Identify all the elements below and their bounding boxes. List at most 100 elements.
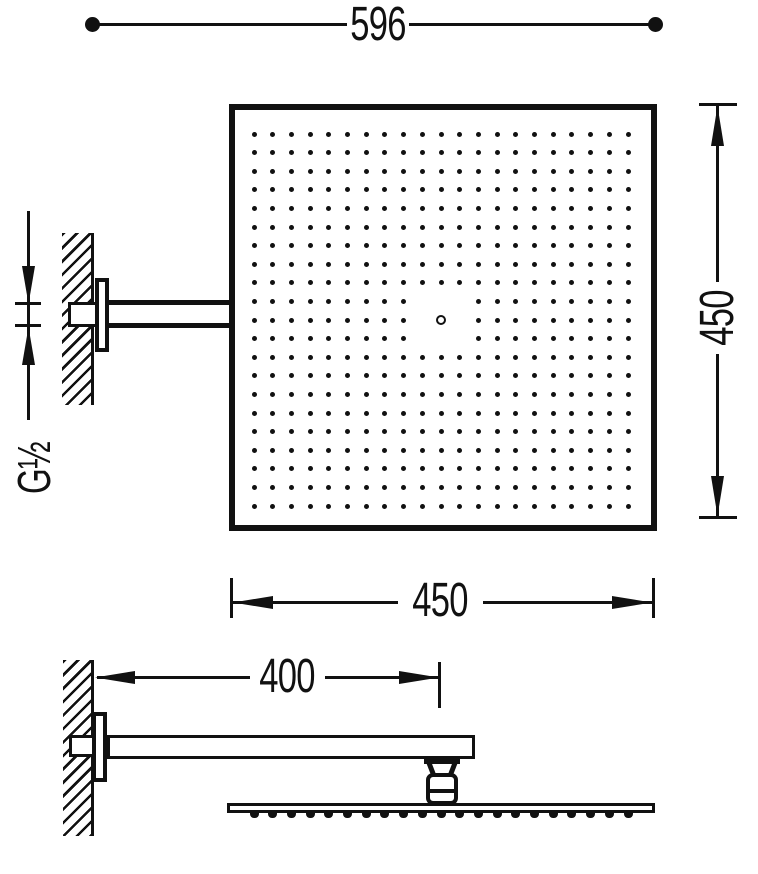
nozzle-dot (438, 410, 444, 416)
nozzle-dot (326, 168, 332, 174)
nozzle-dot (438, 429, 444, 435)
nozzle-dot (307, 391, 313, 397)
nozzle-dot (251, 224, 257, 230)
nozzle-dot (494, 150, 500, 156)
nozzle-dot (606, 503, 612, 509)
nozzle-dot (382, 168, 388, 174)
nozzle-dot (569, 243, 575, 249)
nozzle-dot (401, 317, 407, 323)
nozzle-dot (475, 410, 481, 416)
nozzle-dot (270, 391, 276, 397)
nozzle-dot (475, 205, 481, 211)
nozzle-dot (588, 243, 594, 249)
nozzle-dot (513, 410, 519, 416)
nozzle-dot (513, 224, 519, 230)
nozzle-dot (345, 224, 350, 230)
nozzle-dot (326, 317, 332, 323)
nozzle-dot (625, 391, 631, 397)
dim-width-tick-right (652, 578, 655, 618)
nozzle-dot (251, 131, 257, 137)
nozzle-dot (363, 243, 369, 249)
nozzle-dot (606, 410, 612, 416)
nozzle-dot (569, 503, 575, 509)
nozzle-dot (345, 373, 350, 379)
nozzle-dot (625, 466, 631, 472)
nozzle-dot (457, 503, 463, 509)
nozzle-dot (382, 373, 388, 379)
nozzle-dot (251, 150, 257, 156)
nozzle-dot (288, 205, 294, 211)
dim-label-thread: G½ (8, 442, 60, 494)
nozzle-dot (307, 131, 313, 137)
nozzle-dot (550, 317, 556, 323)
nozzle-dot (475, 243, 481, 249)
nozzle-dot (307, 187, 313, 193)
nozzle-dot (345, 150, 350, 156)
nozzle-dot (532, 261, 537, 267)
nozzle-dot (270, 168, 276, 174)
nozzle-dot (401, 187, 407, 193)
nozzle-dot (307, 150, 313, 156)
nozzle-dot (307, 205, 313, 211)
nozzle-dot (363, 336, 369, 342)
nozzle-dot (270, 205, 276, 211)
nozzle-dot (569, 391, 575, 397)
nozzle-dot (475, 261, 481, 267)
nozzle-dot (288, 484, 294, 490)
nozzle-dot (569, 280, 575, 286)
nozzle-dot (326, 410, 332, 416)
nozzle-dot (326, 131, 332, 137)
nozzle-dot (438, 150, 444, 156)
nozzle-dot (532, 391, 537, 397)
nozzle-dot (345, 317, 350, 323)
nozzle-dot (401, 503, 407, 509)
nozzle-dot (550, 205, 556, 211)
nozzle-dot (606, 317, 612, 323)
nozzle-dot (532, 429, 537, 435)
nozzle-dot (550, 298, 556, 304)
nozzle-dot (475, 224, 481, 230)
nozzle-dot (625, 373, 631, 379)
nozzle-dot (457, 205, 463, 211)
nozzle-dot (326, 261, 332, 267)
nozzle-dot (307, 168, 313, 174)
nozzle-dot (401, 280, 407, 286)
nozzle-dot (345, 187, 350, 193)
supply-inlet-side (69, 735, 94, 757)
nozzle-dot (513, 336, 519, 342)
nozzle-dot (307, 243, 313, 249)
nozzle-dot (401, 336, 407, 342)
nozzle-dot (326, 187, 332, 193)
dim-overall-line-right (409, 23, 649, 26)
nozzle-dot (251, 429, 257, 435)
nozzle-dot (532, 354, 537, 360)
nozzle-dot (457, 243, 463, 249)
nozzle-dot (588, 298, 594, 304)
nozzle-dot (345, 243, 350, 249)
nozzle-dot (494, 410, 500, 416)
nozzle-dot (419, 243, 425, 249)
nozzle-dot (270, 131, 276, 137)
nozzle-tooth (343, 812, 352, 818)
nozzle-tooth (417, 812, 427, 818)
nozzle-dot (475, 447, 481, 453)
nozzle-dot (419, 484, 425, 490)
nozzle-dot (457, 373, 463, 379)
nozzle-dot (363, 131, 369, 137)
nozzle-dot (288, 224, 294, 230)
nozzle-tooth (604, 812, 614, 818)
nozzle-dot (270, 261, 276, 267)
nozzle-dot (550, 187, 556, 193)
nozzle-dot (401, 224, 407, 230)
nozzle-dot (270, 484, 276, 490)
nozzle-dot (550, 354, 556, 360)
nozzle-dot (382, 410, 388, 416)
nozzle-dot (606, 150, 612, 156)
nozzle-dot (270, 317, 276, 323)
nozzle-dot (588, 168, 594, 174)
nozzle-dot (326, 466, 332, 472)
nozzle-dot (550, 150, 556, 156)
nozzle-dot (625, 168, 631, 174)
nozzle-dot (588, 131, 594, 137)
nozzle-dot (419, 261, 425, 267)
